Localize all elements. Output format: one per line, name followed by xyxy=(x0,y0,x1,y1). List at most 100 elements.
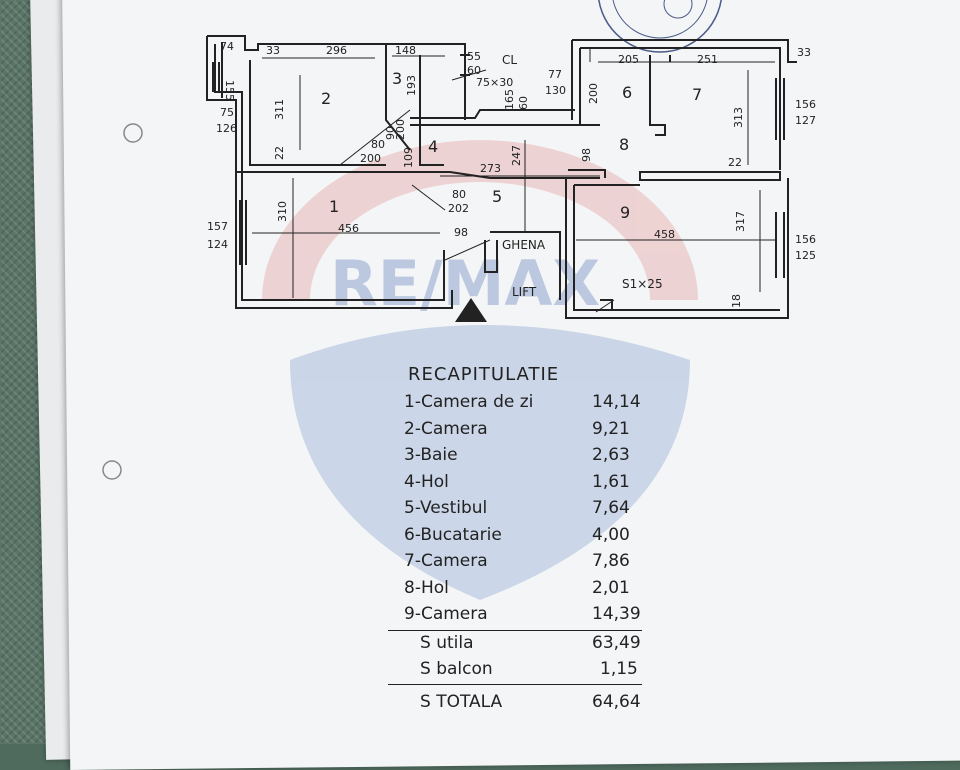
room-number: 5 xyxy=(492,187,502,206)
dimension-value: 80 xyxy=(452,188,466,201)
recap-title: RECAPITULATIE xyxy=(408,364,560,385)
room-number: 3 xyxy=(392,69,402,88)
dimension-value: 247 xyxy=(510,145,523,166)
entrance-arrow xyxy=(455,298,487,322)
dimension-value: 456 xyxy=(338,222,359,235)
s-utila-label: S utila xyxy=(420,632,474,653)
recap-row-label: 6-Bucatarie xyxy=(404,524,502,545)
stamp-seal xyxy=(598,0,722,53)
dimension-value: 157 xyxy=(207,220,228,233)
dimension-value: 156 xyxy=(795,233,816,246)
dimension-values: 74 33 296 148 55 60 75×30 155 75 126 311… xyxy=(207,40,816,308)
dimension-value: 458 xyxy=(654,228,675,241)
dimension-value: 98 xyxy=(580,148,593,162)
ghena-label: GHENA xyxy=(502,238,546,252)
dimension-value: 130 xyxy=(545,84,566,97)
dimension-value: 200 xyxy=(394,119,407,140)
dimension-value: 313 xyxy=(732,107,745,128)
recap-row-label: 4-Hol xyxy=(404,471,449,492)
recap-row-value: 7,64 xyxy=(592,498,630,518)
dimension-value: 80 xyxy=(371,138,385,151)
punch-hole-bottom xyxy=(102,460,122,480)
dimension-value: 124 xyxy=(207,238,228,251)
s1-label: S1×25 xyxy=(622,277,663,291)
room-number: 8 xyxy=(619,135,629,154)
dimension-value: 22 xyxy=(273,146,286,160)
recap-table: RECAPITULATIE 1-Camera de zi 14,14 2-Came… xyxy=(386,364,656,718)
dimension-value: 273 xyxy=(480,162,501,175)
cl-label: CL xyxy=(502,53,517,67)
dimension-value: 75 xyxy=(220,106,234,119)
s-totala-label: S TOTALA xyxy=(420,691,503,712)
recap-row: 5-Vestibul 7,64 xyxy=(386,498,656,525)
recap-row-value: 9,21 xyxy=(592,418,630,439)
dimension-value: 156 xyxy=(795,98,816,111)
floor-plan: RE/MAX xyxy=(102,0,816,600)
dimension-value: 205 xyxy=(618,53,639,66)
dimension-value: 148 xyxy=(395,44,416,57)
recap-row: 9-Camera 14,39 xyxy=(386,604,656,631)
recap-row: 1-Camera de zi 14,14 xyxy=(386,392,656,419)
recap-row-label: 2-Camera xyxy=(404,418,488,439)
dimension-value: 165 xyxy=(503,89,516,110)
room-number: 2 xyxy=(321,89,331,108)
room-number: 6 xyxy=(622,83,632,102)
dimension-value: 311 xyxy=(273,99,286,120)
dimension-lines xyxy=(252,48,776,313)
dimension-value: 77 xyxy=(548,68,562,81)
dimension-value: 60 xyxy=(467,64,481,77)
room-number: 7 xyxy=(692,85,702,104)
dimension-value: 251 xyxy=(697,53,718,66)
s-totala-value: 64,64 xyxy=(592,691,641,712)
dimension-value: 60 xyxy=(517,96,530,110)
recap-row: 8-Hol 2,01 xyxy=(386,578,656,605)
recap-row-label: 8-Hol xyxy=(404,577,449,598)
dimension-value: 193 xyxy=(405,75,418,96)
watermark-logo: RE/MAX xyxy=(262,140,698,600)
recap-row-label: 9-Camera xyxy=(404,604,488,624)
dimension-value: 200 xyxy=(587,83,600,104)
dimension-value: 109 xyxy=(402,147,415,168)
dimension-value: 155 xyxy=(223,80,236,101)
s-totala-row: S TOTALA 64,64 xyxy=(386,692,656,719)
room-numbers: 1 2 3 4 5 6 7 8 9 xyxy=(321,69,702,222)
dimension-value: 125 xyxy=(795,249,816,262)
room-number: 1 xyxy=(329,197,339,216)
room-number: 9 xyxy=(620,203,630,222)
dimension-value: 55 xyxy=(467,50,481,63)
room-number: 4 xyxy=(428,137,438,156)
s-balcon-row: S balcon 1,15 xyxy=(386,659,656,686)
recap-row-value: 1,61 xyxy=(592,471,630,492)
s-utila-value: 63,49 xyxy=(592,632,641,653)
dimension-value: 74 xyxy=(220,40,234,53)
recap-row-label: 1-Camera de zi xyxy=(404,392,534,412)
recap-row-label: 5-Vestibul xyxy=(404,498,488,518)
s-balcon-value: 1,15 xyxy=(600,659,638,679)
s-utila-row: S utila 63,49 xyxy=(386,633,656,660)
divider xyxy=(388,630,642,631)
walls xyxy=(206,35,797,319)
dimension-value: 98 xyxy=(454,226,468,239)
punch-hole-top xyxy=(123,123,143,143)
dimension-value: 200 xyxy=(360,152,381,165)
dimension-value: 126 xyxy=(216,122,237,135)
dimension-value: 18 xyxy=(730,294,743,308)
dimension-value: 202 xyxy=(448,202,469,215)
dimension-value: 296 xyxy=(326,44,347,57)
dimension-value: 75×30 xyxy=(476,76,513,89)
dimension-value: 22 xyxy=(728,156,742,169)
dimension-value: 317 xyxy=(734,211,747,232)
recap-row-value: 14,14 xyxy=(592,392,641,412)
recap-row-value: 14,39 xyxy=(592,604,641,624)
recap-row-label: 3-Baie xyxy=(404,445,458,465)
dimension-value: 90 xyxy=(384,126,397,140)
dimension-value: 310 xyxy=(276,201,289,222)
recap-row: 4-Hol 1,61 xyxy=(386,472,656,499)
dimension-value: 33 xyxy=(797,46,811,59)
recap-row: 2-Camera 9,21 xyxy=(386,419,656,446)
recap-row-value: 2,01 xyxy=(592,577,630,598)
s-balcon-label: S balcon xyxy=(420,659,493,679)
